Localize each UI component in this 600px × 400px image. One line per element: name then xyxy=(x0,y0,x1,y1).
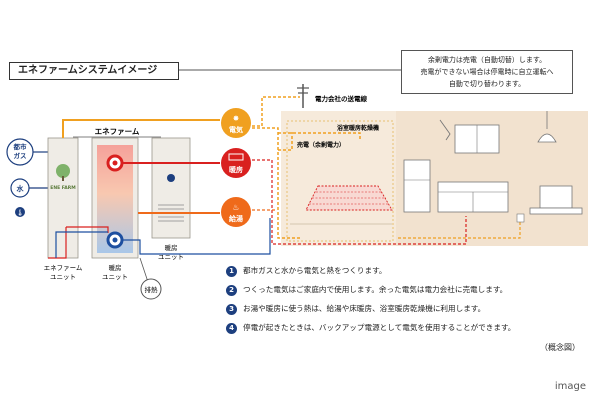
note-text: つくった電気はご家庭内で使用します。余った電気は電力会社に売電します。 xyxy=(243,285,508,294)
outlet-icon xyxy=(516,213,525,223)
note-text: 停電が起きたときは、バックアップ電源として電気を使用することができます。 xyxy=(243,323,516,332)
tv-icon xyxy=(539,185,573,209)
heating-bubble-label: 暖房 xyxy=(229,165,243,174)
diagram-title: エネファームシステムイメージ xyxy=(9,62,179,80)
note-number: 3 xyxy=(226,304,237,315)
water-bubble-label: 給湯 xyxy=(229,214,243,223)
electric-bubble-label: 電気 xyxy=(229,125,243,134)
heating-unit xyxy=(151,137,191,239)
power-line-out xyxy=(62,119,220,138)
notes-list: 1 都市ガスと水から電気と熱をつくります。 2 つくった電気はご家庭内で使用しま… xyxy=(226,266,586,342)
concept-caption: （概念図） xyxy=(540,343,580,352)
power-to-outlet-line xyxy=(398,222,521,239)
heat-return-red xyxy=(48,227,67,259)
surplus-power-note: 余剰電力は売電（自動切替）します。 売電ができない場合は停電時に自立運転へ 自動… xyxy=(401,50,573,94)
enefarm-header-label: エネファーム xyxy=(95,127,140,136)
city-gas-label-1: 都市 xyxy=(13,142,28,151)
tv-stand-icon xyxy=(529,207,583,215)
pendant-lamp-icon xyxy=(537,133,557,143)
enefarm-unit xyxy=(47,137,79,259)
note-item: 1 都市ガスと水から電気と熱をつくります。 xyxy=(226,266,586,285)
exhaust-heat-bubble xyxy=(140,278,162,300)
note-number: 1 xyxy=(226,266,237,277)
note-item: 2 つくった電気はご家庭内で使用します。余った電気は電力会社に売電します。 xyxy=(226,285,586,304)
exhaust-heat-label: 排熱 xyxy=(145,285,159,294)
floor-heating-panel xyxy=(305,185,393,211)
note-number: 4 xyxy=(226,323,237,334)
heating-bubble-icon xyxy=(228,153,244,161)
power-line-label: 電力会社の送電線 xyxy=(315,94,368,103)
note-number: 2 xyxy=(226,285,237,296)
note-item: 3 お湯や暖房に使う熱は、給湯や床暖房、浴室暖房乾燥機に利用します。 xyxy=(226,304,586,323)
bathroom-zone xyxy=(286,120,394,242)
water-label: 水 xyxy=(17,184,25,193)
ene-farm-logo-text: ENE FARM xyxy=(50,185,76,191)
cold-inlet-dot xyxy=(112,237,118,243)
ene-farm-logo-icon xyxy=(56,164,70,178)
refrigerator-icon xyxy=(403,159,431,213)
heating-unit-label-2: ユニット xyxy=(158,253,184,261)
thermometer-glyph: 🌡 xyxy=(16,209,24,217)
heating-unit-label-1: 暖房 xyxy=(165,243,178,252)
heat-supply-line xyxy=(252,159,467,245)
power-to-house-line xyxy=(252,127,300,239)
hot-water-unit-label-1: 暖房 xyxy=(109,263,122,272)
water-bubble-icon: ♨ xyxy=(232,203,239,212)
utility-pole-icon xyxy=(297,84,309,108)
range-hood-icon xyxy=(439,119,451,141)
note-text: 都市ガスと水から電気と熱をつくります。 xyxy=(243,266,387,275)
enefarm-unit-label-2: ユニット xyxy=(50,273,76,281)
return-line-blue xyxy=(122,218,271,255)
enefarm-unit-label-1: エネファーム xyxy=(44,264,83,272)
electric-bubble xyxy=(221,108,251,138)
city-gas-label-2: ガス xyxy=(14,151,27,160)
note-item: 4 停電が起きたときは、バックアップ電源として電気を使用することができます。 xyxy=(226,323,586,342)
heating-unit-icon xyxy=(167,174,175,182)
thermometer-icon xyxy=(15,207,25,217)
surplus-note-line-3: 自動で切り替わります。 xyxy=(448,80,526,88)
note-text: お湯や暖房に使う熱は、給湯や床暖房、浴室暖房乾燥機に利用します。 xyxy=(243,304,486,313)
gas-return-blue xyxy=(55,231,108,258)
exhaust-heat-line xyxy=(139,257,149,283)
hot-outlet-dot xyxy=(112,160,118,166)
kitchen-illustration xyxy=(403,111,583,223)
ene-farm-logo-trunk xyxy=(62,176,64,181)
bathroom-dryer-label: 浴室暖房乾燥機 xyxy=(337,124,379,132)
heat-link-red xyxy=(66,226,109,233)
water-bubble xyxy=(221,197,251,227)
power-to-dryer-line xyxy=(278,132,361,141)
electric-bubble-icon: ✸ xyxy=(233,114,240,123)
image-watermark: image xyxy=(554,381,586,392)
heating-unit-vent xyxy=(158,204,184,222)
hot-water-unit-label-2: ユニット xyxy=(102,273,128,281)
surplus-note-line-1: 余剰電力は売電（自動切替）します。 xyxy=(427,56,547,64)
sell-power-line xyxy=(278,132,293,151)
surplus-note-line-2: 売電ができない場合は停電時に自立運転へ xyxy=(420,68,554,76)
power-to-grid-line xyxy=(252,96,300,127)
sell-power-label: 売電（余剰電力） xyxy=(296,141,345,149)
